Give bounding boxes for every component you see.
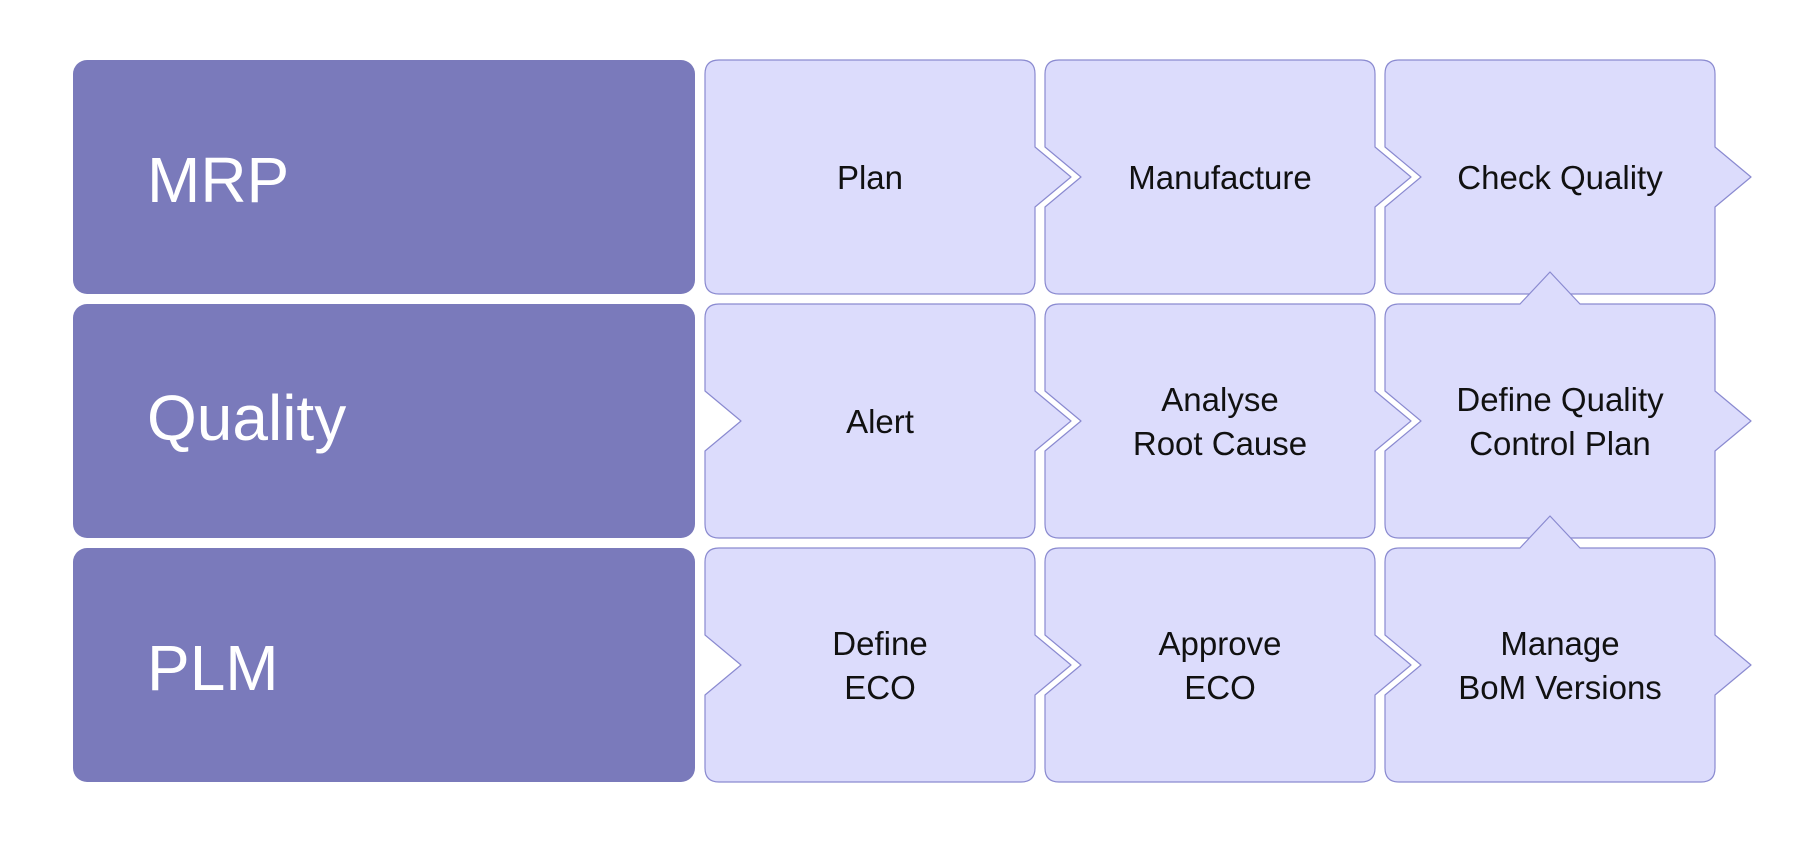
row-title-quality: Quality: [147, 382, 346, 454]
step-alert: Alert: [704, 303, 1072, 539]
step-alert-shape: [704, 303, 1072, 539]
step-alert-label: Alert: [846, 403, 914, 440]
row-title-mrp: MRP: [147, 144, 289, 216]
step-approve-eco-shape: [1044, 547, 1412, 783]
row-header-quality: Quality: [73, 304, 695, 538]
step-plan: Plan: [704, 59, 1072, 295]
step-analyse-root-cause-shape: [1044, 303, 1412, 539]
step-check-quality-shape: [1384, 59, 1752, 295]
step-manufacture: Manufacture: [1044, 59, 1412, 295]
step-define-quality-control-plan-shape: [1384, 271, 1752, 539]
row-title-plm: PLM: [147, 632, 279, 704]
step-plan-shape: [704, 59, 1072, 295]
step-check-quality: Check Quality: [1384, 59, 1752, 295]
step-manufacture-label: Manufacture: [1128, 159, 1311, 196]
row-header-mrp: MRP: [73, 60, 695, 294]
row-header-plm: PLM: [73, 548, 695, 782]
step-define-eco-shape: [704, 547, 1072, 783]
step-plan-label: Plan: [837, 159, 903, 196]
step-check-quality-label: Check Quality: [1457, 159, 1663, 196]
step-manufacture-shape: [1044, 59, 1412, 295]
step-manage-bom-versions-shape: [1384, 515, 1752, 783]
